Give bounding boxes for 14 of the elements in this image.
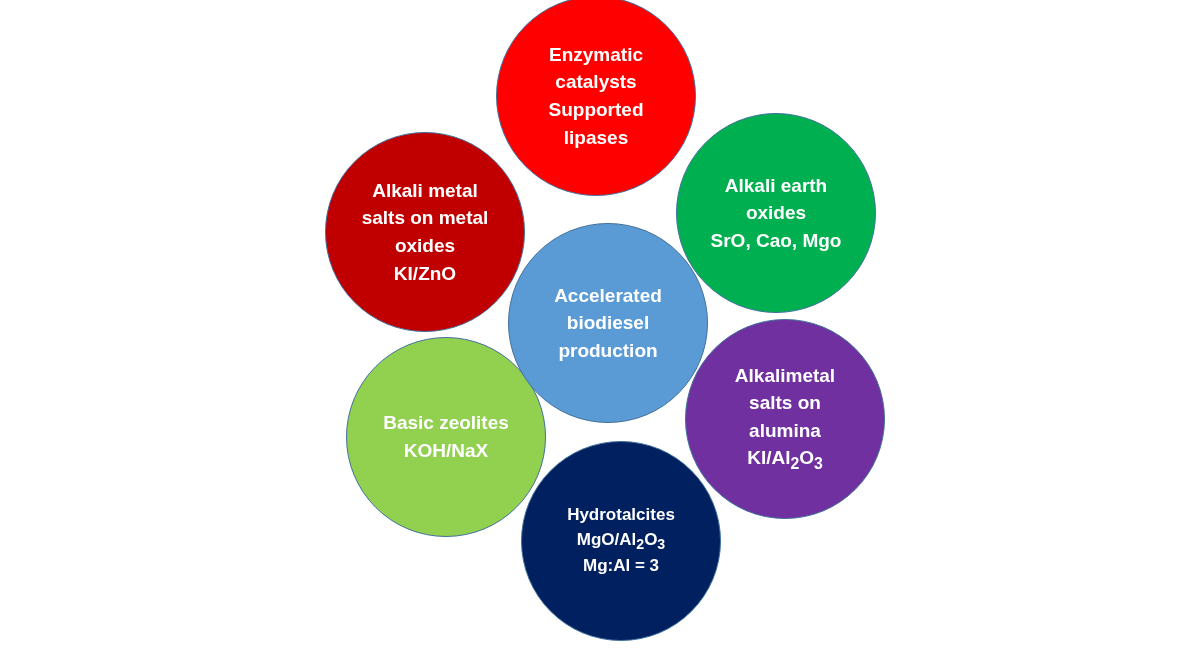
- node-text: Accelerated biodiesel production: [553, 283, 663, 363]
- node-text: KI/ZnO: [393, 261, 457, 286]
- node-text: Alkali metal salts on metal oxides: [360, 178, 490, 258]
- node-text: KI/Al$_{2}$O$_{3}$: [747, 446, 823, 475]
- node-text: Basic zeolites: [383, 411, 509, 436]
- node-text: Hydrotalcites: [567, 503, 675, 526]
- node-text: Alkalimetal salts on alumina: [733, 363, 837, 443]
- node-text: Supported lipases: [547, 98, 645, 150]
- node-text: KOH/NaX: [403, 439, 489, 463]
- node-text: MgO/Al$_{2}$O$_{3}$: [576, 528, 666, 554]
- node-text: SrO, Cao, Mgo: [710, 228, 842, 253]
- node-text: Mg:Al = 3: [582, 555, 659, 578]
- node-text: Enzymatic catalysts: [548, 42, 644, 95]
- node-text: Alkali earth oxides: [723, 173, 829, 226]
